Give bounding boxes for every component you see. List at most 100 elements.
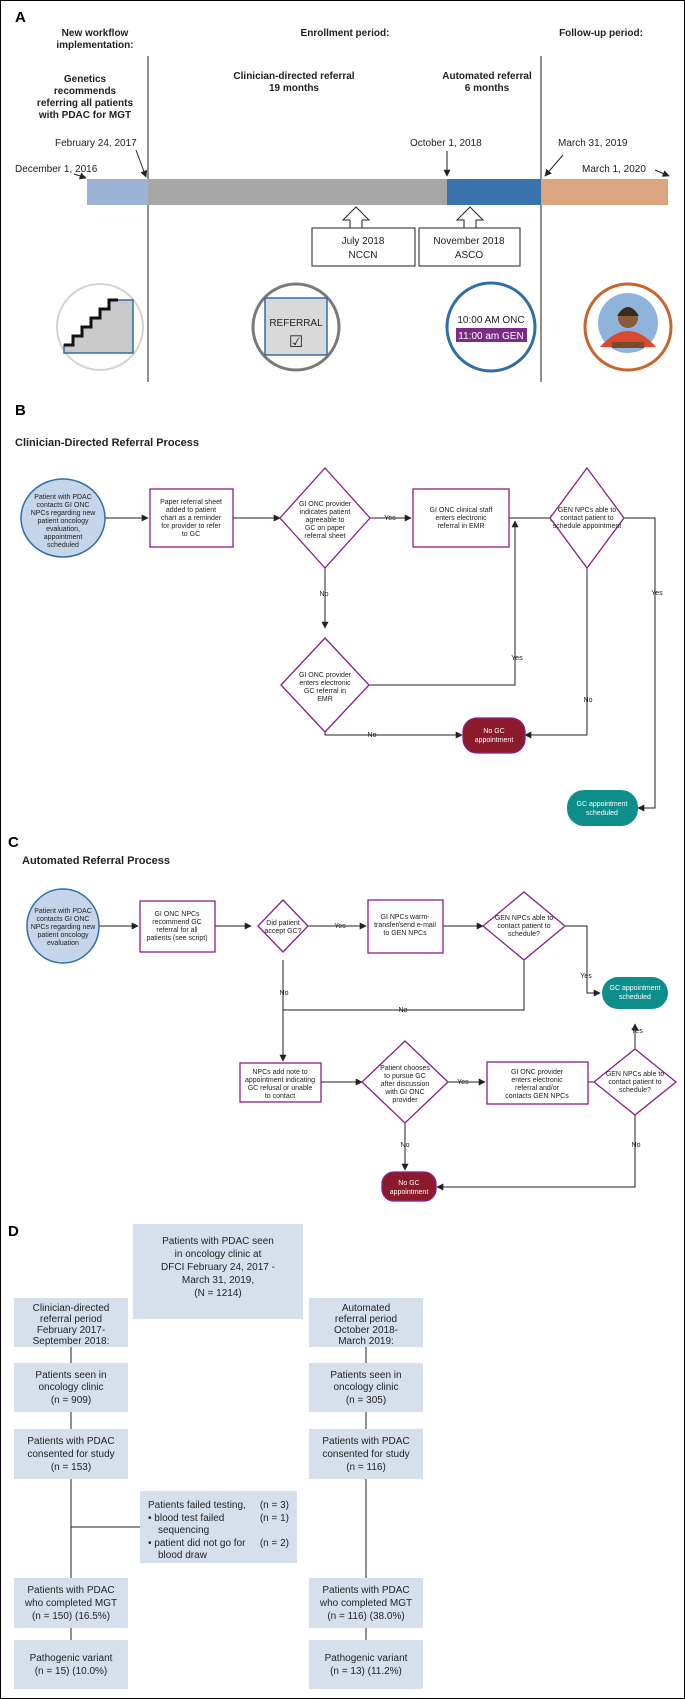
svg-text:February 2017-: February 2017-	[37, 1325, 105, 1336]
svg-text:indicates patient: indicates patient	[300, 509, 351, 516]
svg-text:March 31, 2019,: March 31, 2019,	[182, 1275, 254, 1286]
timeline-segment-clinician	[148, 179, 447, 205]
svg-text:6 months: 6 months	[465, 83, 510, 94]
svg-text:GI ONC NPCs: GI ONC NPCs	[154, 911, 200, 918]
connector-line	[283, 960, 525, 1011]
svg-text:referral and/or: referral and/or	[515, 1085, 560, 1092]
svg-text:patients (see script): patients (see script)	[146, 935, 207, 942]
svg-text:(n = 305): (n = 305)	[346, 1395, 386, 1406]
svg-text:schedule?: schedule?	[508, 931, 540, 938]
flow-b-provider-emr: GI ONC provider enters electronic GC ref…	[280, 637, 370, 733]
flow-c-gen-npcs-1: GEN NPCs able to contact patient to sche…	[481, 891, 567, 961]
svg-text:Clinician-directed referral: Clinician-directed referral	[233, 71, 354, 82]
event-box-asco: November 2018 ASCO	[418, 227, 521, 267]
svg-text:referral period: referral period	[335, 1314, 397, 1325]
svg-text:contacts GEN NPCs: contacts GEN NPCs	[505, 1093, 569, 1100]
svg-text:(n = 15) (10.0%): (n = 15) (10.0%)	[35, 1666, 108, 1677]
yes-label: Yes	[631, 1028, 643, 1035]
event-box-nccn: July 2018 NCCN	[311, 227, 416, 267]
svg-text:Automated referral: Automated referral	[442, 71, 532, 82]
flow-b-no-gc: No GC appointment	[462, 717, 526, 754]
arrow	[436, 1115, 636, 1191]
header-enrollment: Enrollment period:	[301, 28, 390, 39]
consort-failed-testing: Patients failed testing, (n = 3) • blood…	[140, 1491, 297, 1563]
svg-text:No GC: No GC	[398, 1180, 419, 1187]
svg-text:NPCs regarding new: NPCs regarding new	[31, 924, 97, 931]
flow-b-paper-referral: Paper referral sheet added to patient ch…	[149, 488, 234, 548]
svg-text:March 2019:: March 2019:	[338, 1336, 394, 1347]
date-label: October 1, 2018	[410, 138, 482, 149]
flow-b-start: Patient with PDAC contacts GI ONC NPCs r…	[20, 478, 106, 558]
svg-text:Patient chooses: Patient chooses	[380, 1065, 430, 1072]
svg-text:Patients seen in: Patients seen in	[35, 1370, 106, 1381]
svg-text:Did patient: Did patient	[266, 920, 300, 927]
flow-b-staff-emr: GI ONC clinical staff enters electronic …	[412, 488, 510, 548]
svg-text:contacts GI ONC: contacts GI ONC	[37, 502, 90, 509]
svg-text:recommends: recommends	[54, 86, 117, 97]
no-label: No	[368, 732, 377, 739]
svg-text:contacts GI ONC: contacts GI ONC	[37, 916, 90, 923]
svg-text:GI ONC clinical staff: GI ONC clinical staff	[430, 507, 493, 514]
svg-text:Clinician-directed: Clinician-directed	[33, 1303, 110, 1314]
svg-text:Patients with PDAC seen: Patients with PDAC seen	[162, 1236, 274, 1247]
date-label: December 1, 2016	[15, 164, 98, 175]
flow-b-gc-scheduled: GC appointment scheduled	[567, 790, 638, 826]
svg-text:patient oncology: patient oncology	[38, 518, 89, 525]
svg-text:consented for study: consented for study	[322, 1449, 409, 1460]
svg-text:Patients with PDAC: Patients with PDAC	[27, 1436, 114, 1447]
timeline-segment-pre	[87, 179, 148, 205]
consort-right-seen: Patients seen in oncology clinic (n = 30…	[309, 1363, 423, 1412]
yes-label: Yes	[384, 515, 396, 522]
svg-text:NPCs regarding new: NPCs regarding new	[31, 510, 97, 517]
svg-text:to GC: to GC	[182, 531, 200, 538]
svg-text:contact patient to: contact patient to	[560, 515, 613, 522]
svg-text:GI ONC provider: GI ONC provider	[299, 672, 352, 679]
svg-text:schedule?: schedule?	[619, 1087, 651, 1094]
svg-text:(n = 13) (11.2%): (n = 13) (11.2%)	[330, 1666, 402, 1677]
svg-text:Pathogenic variant: Pathogenic variant	[325, 1653, 408, 1664]
svg-text:with GI ONC: with GI ONC	[384, 1089, 424, 1096]
svg-text:evaluation: evaluation	[47, 940, 79, 947]
svg-text:Patients with PDAC: Patients with PDAC	[322, 1585, 409, 1596]
no-label: No	[399, 1007, 408, 1014]
consort-left-period: Clinician-directed referral period Febru…	[14, 1298, 128, 1347]
yes-label: Yes	[334, 923, 346, 930]
svg-text:oncology clinic: oncology clinic	[333, 1382, 398, 1393]
svg-text:with PDAC for MGT: with PDAC for MGT	[38, 110, 131, 121]
svg-text:accept GC?: accept GC?	[265, 928, 302, 935]
arrow	[324, 731, 463, 739]
timeline-segment-followup	[541, 179, 668, 205]
svg-text:☑: ☑	[289, 334, 303, 351]
date-label: March 31, 2019	[558, 138, 628, 149]
svg-text:provider: provider	[392, 1097, 418, 1104]
svg-text:enters electronic: enters electronic	[511, 1077, 563, 1084]
consort-left-consent: Patients with PDAC consented for study (…	[14, 1429, 128, 1479]
no-label: No	[401, 1142, 410, 1149]
flow-c-start: Patient with PDAC contacts GI ONC NPCs r…	[26, 888, 100, 964]
arrow	[544, 154, 564, 177]
svg-text:to pursue GC: to pursue GC	[384, 1073, 426, 1080]
svg-text:19 months: 19 months	[269, 83, 319, 94]
svg-text:10:00 AM ONC: 10:00 AM ONC	[457, 315, 524, 326]
consort-right-consent: Patients with PDAC consented for study (…	[309, 1429, 423, 1479]
svg-text:GI ONC provider: GI ONC provider	[511, 1069, 564, 1076]
svg-text:appointment: appointment	[44, 534, 83, 541]
flow-c-provider-emr: GI ONC provider enters electronic referr…	[486, 1061, 589, 1105]
stairs-icon	[56, 283, 144, 371]
header-followup: Follow-up period:	[559, 28, 643, 39]
svg-text:(n = 116) (38.0%): (n = 116) (38.0%)	[327, 1611, 404, 1622]
svg-text:appointment indicating: appointment indicating	[245, 1077, 315, 1084]
svg-text:implementation:: implementation:	[56, 40, 133, 51]
svg-text:September 2018:: September 2018:	[33, 1336, 110, 1347]
flow-b-gen-npcs: GEN NPCs able to contact patient to sche…	[549, 466, 625, 570]
flow-c-no-gc: No GC appointment	[381, 1171, 437, 1202]
svg-text:to contact: to contact	[265, 1093, 295, 1100]
flow-c-gc-scheduled: GC appointment scheduled	[602, 977, 668, 1009]
counselor-icon	[583, 282, 673, 372]
consort-left-pathogenic: Pathogenic variant (n = 15) (10.0%)	[14, 1640, 128, 1689]
svg-text:DFCI February 24, 2017 -: DFCI February 24, 2017 -	[161, 1262, 275, 1273]
consort-left-mgt: Patients with PDAC who completed MGT (n …	[14, 1578, 128, 1628]
svg-text:GEN NPCs able to: GEN NPCs able to	[495, 915, 553, 922]
svg-text:(n = 116): (n = 116)	[346, 1462, 386, 1473]
